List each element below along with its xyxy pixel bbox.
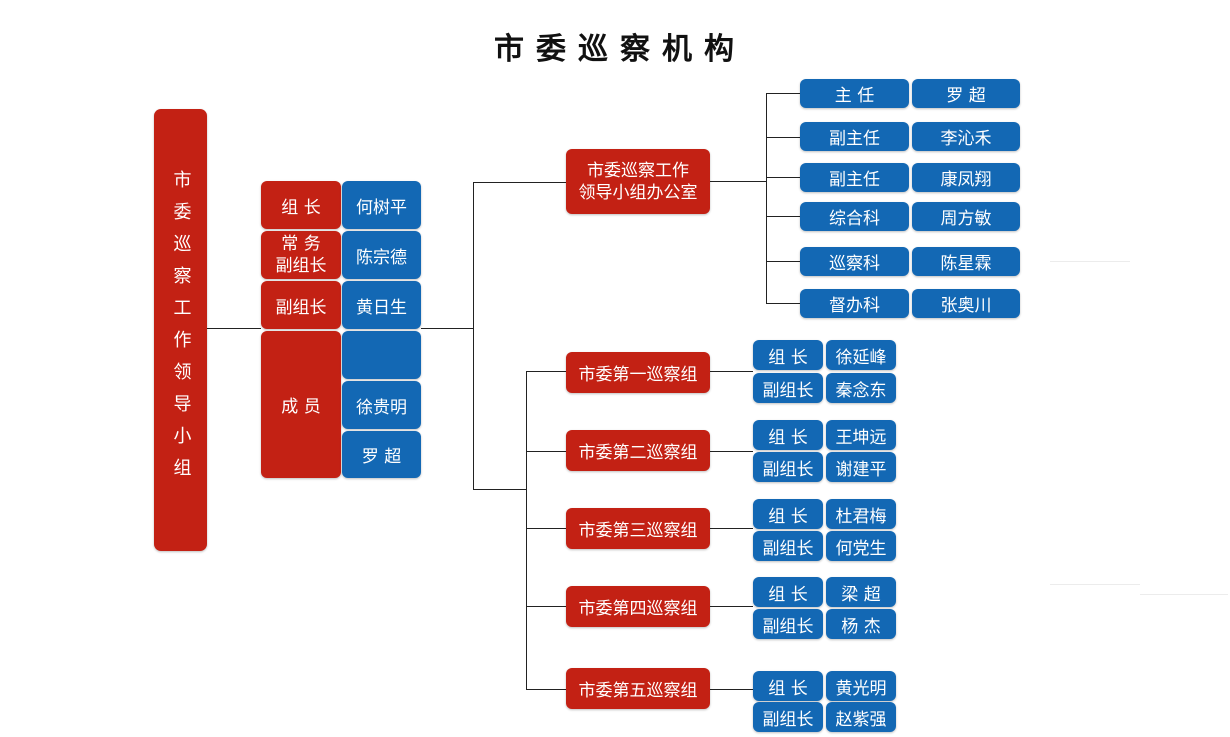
inspection-group-5: 市委第五巡察组 (566, 668, 710, 709)
role-executive-deputy: 常 务 副组长 (261, 231, 341, 279)
office-role: 督办科 (800, 289, 909, 318)
group-person: 谢建平 (826, 452, 896, 482)
office-person: 李沁禾 (912, 122, 1020, 151)
group-role: 组 长 (753, 420, 823, 450)
group-person: 王坤远 (826, 420, 896, 450)
connector-line (473, 182, 566, 183)
office-line: 领导小组办公室 (578, 182, 698, 203)
person-name: 徐贵明 (342, 381, 421, 429)
decorative-line (1140, 594, 1228, 595)
group-role: 组 长 (753, 340, 823, 370)
group-role: 副组长 (753, 531, 823, 561)
group-role: 副组长 (753, 609, 823, 639)
connector-line (766, 137, 800, 138)
group-role: 组 长 (753, 671, 823, 701)
inspection-group-3: 市委第三巡察组 (566, 508, 710, 549)
role-line: 副组长 (275, 256, 327, 276)
connector-line (473, 182, 474, 489)
office-line: 市委巡察工作 (587, 160, 689, 181)
connector-line (421, 328, 473, 329)
connector-line (766, 303, 800, 304)
group-role: 副组长 (753, 373, 823, 403)
connector-line (710, 606, 753, 607)
connector-line (710, 371, 753, 372)
connector-line (766, 261, 800, 262)
office-person: 周方敏 (912, 202, 1020, 231)
group-person: 赵紫强 (826, 702, 896, 732)
connector-line (473, 489, 526, 490)
chart-title: 市委巡察机构 (494, 32, 746, 67)
office-role: 副主任 (800, 122, 909, 151)
office-person: 罗 超 (912, 79, 1020, 108)
decorative-line (1050, 584, 1140, 585)
group-role: 组 长 (753, 499, 823, 529)
decorative-line (1050, 261, 1130, 262)
connector-line (526, 528, 566, 529)
group-person: 徐延峰 (826, 340, 896, 370)
role-deputy: 副组长 (261, 281, 341, 329)
connector-line (766, 216, 800, 217)
inspection-group-1: 市委第一巡察组 (566, 352, 710, 393)
group-person: 杨 杰 (826, 609, 896, 639)
group-person: 杜君梅 (826, 499, 896, 529)
office-role: 副主任 (800, 163, 909, 192)
connector-line (710, 689, 753, 690)
role-leader: 组 长 (261, 181, 341, 229)
connector-line (766, 177, 800, 178)
office-role: 巡察科 (800, 247, 909, 276)
connector-line (526, 451, 566, 452)
person-name (342, 331, 421, 379)
office-box: 市委巡察工作 领导小组办公室 (566, 149, 710, 214)
connector-line (766, 93, 800, 94)
connector-line (710, 451, 753, 452)
group-person: 黄光明 (826, 671, 896, 701)
connector-line (710, 528, 753, 529)
inspection-group-2: 市委第二巡察组 (566, 430, 710, 471)
office-person: 张奥川 (912, 289, 1020, 318)
connector-line (526, 689, 566, 690)
inspection-group-4: 市委第四巡察组 (566, 586, 710, 627)
connector-line (710, 181, 766, 182)
group-role: 副组长 (753, 452, 823, 482)
role-line: 常 务 (281, 234, 321, 254)
connector-line (526, 371, 527, 689)
office-role: 综合科 (800, 202, 909, 231)
group-person: 何党生 (826, 531, 896, 561)
connector-line (766, 93, 767, 303)
role-members: 成 员 (261, 331, 341, 478)
person-name: 何树平 (342, 181, 421, 229)
office-role: 主 任 (800, 79, 909, 108)
group-person: 梁 超 (826, 577, 896, 607)
office-person: 康凤翔 (912, 163, 1020, 192)
person-name: 黄日生 (342, 281, 421, 329)
connector-line (526, 371, 566, 372)
group-role: 副组长 (753, 702, 823, 732)
group-person: 秦念东 (826, 373, 896, 403)
leader-group-box: 市委巡察工作领导小组 (154, 109, 207, 551)
connector-line (526, 606, 566, 607)
person-name: 陈宗德 (342, 231, 421, 279)
office-person: 陈星霖 (912, 247, 1020, 276)
group-role: 组 长 (753, 577, 823, 607)
person-name: 罗 超 (342, 431, 421, 478)
connector-line (207, 328, 261, 329)
